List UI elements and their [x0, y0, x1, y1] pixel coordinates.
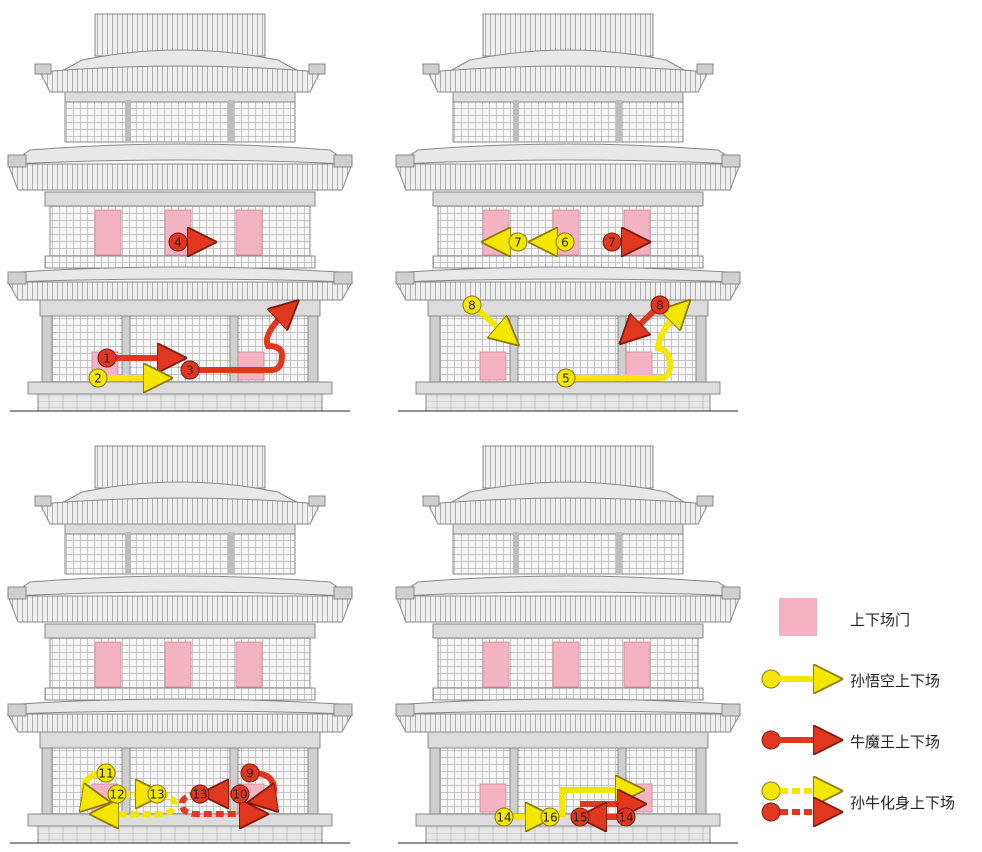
- building-panel-4: [395, 445, 741, 844]
- route-marker-number: 9: [246, 767, 254, 781]
- route-marker-p1_3: 3: [180, 360, 200, 380]
- route-marker-dot: [107, 784, 127, 804]
- route-marker-number: 8: [656, 299, 664, 313]
- route-marker-number: 1: [103, 352, 111, 366]
- legend-sun-dot: [761, 669, 781, 689]
- route-niu-3: [190, 310, 288, 373]
- route-marker-p3_9: 9: [240, 763, 260, 783]
- building-panel-1: [7, 13, 353, 412]
- building-panel-3: [7, 445, 353, 844]
- route-marker-p1_1: 1: [97, 348, 117, 368]
- route-marker-number: 6: [561, 236, 569, 250]
- route-marker-dot: [230, 784, 250, 804]
- route-marker-p2_5: 5: [556, 368, 576, 388]
- route-marker-dot: [570, 807, 590, 827]
- route-marker-number: 7: [608, 236, 616, 250]
- route-marker-p2_6: 6: [555, 232, 575, 252]
- route-marker-number: 14: [618, 811, 633, 825]
- route-marker-number: 14: [496, 811, 511, 825]
- route-marker-p4_14b: 14: [616, 807, 636, 827]
- route-marker-dot: [650, 295, 670, 315]
- route-marker-number: 4: [174, 236, 182, 250]
- legend-niu-dot: [761, 730, 781, 750]
- route-marker-p2_7b: 7: [602, 232, 622, 252]
- route-marker-dot: [508, 232, 528, 252]
- route-marker-number: 13: [192, 788, 207, 802]
- route-marker-p4_15: 15: [570, 807, 590, 827]
- route-marker-number: 3: [186, 364, 194, 378]
- route-marker-number: 15: [572, 811, 587, 825]
- route-marker-dot: [88, 368, 108, 388]
- route-marker-dot: [556, 368, 576, 388]
- route-marker-p1_2: 2: [88, 368, 108, 388]
- route-marker-dot: [602, 232, 622, 252]
- route-marker-p3_13a: 13: [147, 784, 167, 804]
- route-marker-dot: [462, 295, 482, 315]
- legend-niu-label: 牛魔王上下场: [850, 733, 941, 751]
- legend-clone-sun-dot: [761, 781, 781, 801]
- route-sun-16: [559, 790, 630, 817]
- legend-door-label: 上下场门: [850, 611, 911, 629]
- route-marker-dot: [616, 807, 636, 827]
- legend-clone-niu-dot: [761, 802, 781, 822]
- panel-4-routes: [504, 790, 632, 817]
- route-marker-number: 8: [468, 299, 476, 313]
- route-marker-p3_11: 11: [96, 763, 116, 783]
- building-panel-2: [395, 13, 741, 412]
- route-marker-dot: [494, 807, 514, 827]
- route-marker-number: 10: [232, 788, 247, 802]
- route-marker-p4_16: 16: [540, 807, 560, 827]
- legend-sun-label: 孙悟空上下场: [850, 672, 941, 690]
- route-marker-number: 5: [562, 372, 570, 386]
- route-marker-dot: [540, 807, 560, 827]
- route-marker-dot: [96, 763, 116, 783]
- route-marker-p3_10: 10: [230, 784, 250, 804]
- route-marker-p3_13b: 13: [190, 784, 210, 804]
- route-marker-number: 13: [149, 788, 164, 802]
- route-marker-dot: [190, 784, 210, 804]
- route-marker-p4_14a: 14: [494, 807, 514, 827]
- route-marker-dot: [168, 232, 188, 252]
- route-sun-11: [84, 770, 106, 800]
- route-niu-9: [252, 770, 274, 800]
- legend: [761, 598, 828, 822]
- route-marker-p1_4: 4: [168, 232, 188, 252]
- route-marker-dot: [240, 763, 260, 783]
- route-marker-dot: [180, 360, 200, 380]
- route-sun-5: [566, 310, 680, 381]
- route-niu-13: [178, 791, 254, 814]
- legend-clone-label: 孙牛化身上下场: [850, 794, 956, 812]
- route-marker-number: 11: [98, 767, 113, 781]
- route-marker-p2_8b: 8: [650, 295, 670, 315]
- route-marker-number: 12: [109, 788, 124, 802]
- route-marker-dot: [147, 784, 167, 804]
- route-marker-dot: [97, 348, 117, 368]
- route-marker-number: 16: [542, 811, 557, 825]
- route-marker-p2_7a: 7: [508, 232, 528, 252]
- legend-door-swatch: [779, 598, 817, 636]
- route-marker-p3_12: 12: [107, 784, 127, 804]
- route-marker-number: 2: [94, 372, 102, 386]
- route-marker-p2_8a: 8: [462, 295, 482, 315]
- route-marker-number: 7: [514, 236, 522, 250]
- route-marker-dot: [555, 232, 575, 252]
